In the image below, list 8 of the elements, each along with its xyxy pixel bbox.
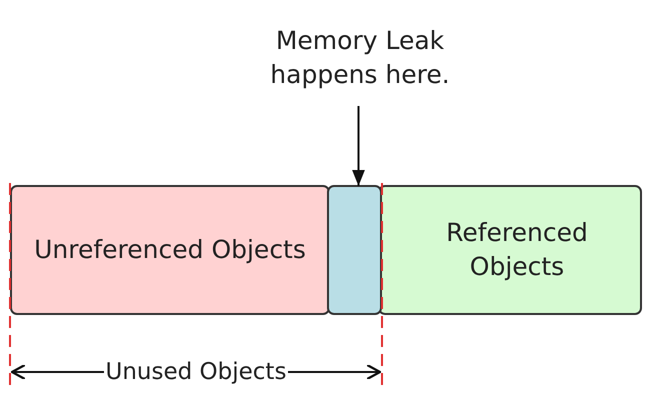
box-label: Referenced Objects bbox=[445, 217, 589, 283]
memory-leak-box bbox=[327, 185, 382, 315]
unreferenced-objects-box bbox=[10, 185, 330, 315]
box-label: Unreferenced Objects bbox=[33, 234, 307, 266]
arrow bbox=[352, 106, 365, 186]
dimension-label: Unused Objects bbox=[104, 359, 288, 385]
callout-text: Memory Leak happens here. bbox=[269, 24, 451, 90]
referenced-objects-box bbox=[378, 185, 642, 315]
